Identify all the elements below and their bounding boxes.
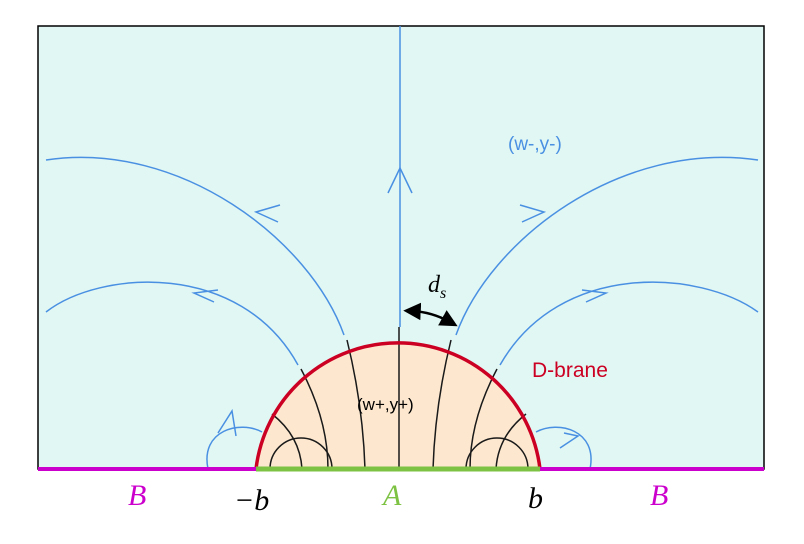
separation-double-arrow <box>403 302 458 327</box>
outer-flow-lines <box>45 26 759 470</box>
flow-arrowheads <box>191 166 609 449</box>
separation-base: d <box>428 272 441 298</box>
d-brane-arc <box>254 341 542 470</box>
segment-a-label: A <box>381 479 402 512</box>
inner-region-label: (w+,y+) <box>357 395 414 414</box>
left-endpoint-label: −b <box>234 484 269 517</box>
outer-region-label: (w-,y-) <box>508 134 562 155</box>
right-endpoint-label: b <box>528 482 543 515</box>
separation-label: ds <box>428 272 446 302</box>
separation-subscript: s <box>440 285 446 302</box>
segment-b-right-label: B <box>650 479 668 512</box>
segment-b-left-label: B <box>128 479 146 512</box>
inner-wedge-region <box>256 342 540 469</box>
d-brane-label: D-brane <box>532 359 608 382</box>
